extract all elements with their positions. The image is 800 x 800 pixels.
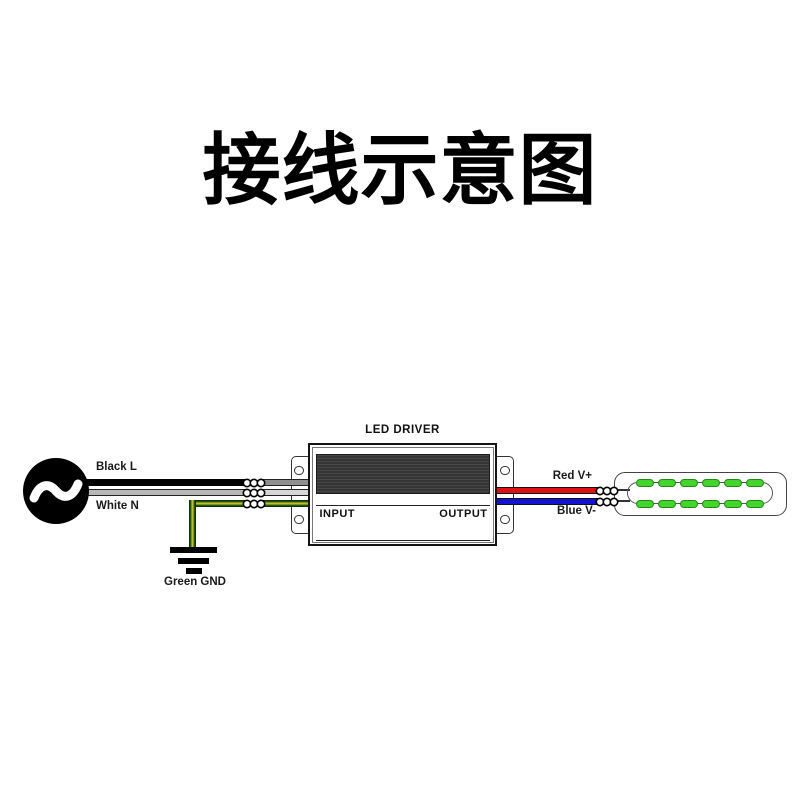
ac-wave-icon bbox=[29, 479, 83, 503]
positive-wire-red bbox=[493, 487, 598, 494]
led-chip bbox=[702, 478, 720, 487]
driver-bottom-line bbox=[315, 539, 490, 541]
negative-wire-blue bbox=[493, 498, 598, 505]
led-chip bbox=[746, 478, 764, 487]
screw-hole-icon bbox=[500, 465, 510, 475]
led-driver-box: INPUT OUTPUT bbox=[308, 443, 497, 546]
led-chip bbox=[658, 478, 676, 487]
led-chip bbox=[680, 499, 698, 508]
ground-icon bbox=[186, 568, 202, 574]
driver-input-wire bbox=[260, 489, 312, 496]
driver-divider-line bbox=[315, 504, 490, 506]
page-title: 接线示意图 bbox=[202, 126, 598, 214]
screw-hole-icon bbox=[294, 514, 304, 524]
driver-inner-border: INPUT OUTPUT bbox=[311, 446, 494, 543]
ground-icon bbox=[178, 558, 209, 564]
ground-icon bbox=[170, 547, 217, 553]
led-chip bbox=[680, 478, 698, 487]
driver-name-label: LED DRIVER bbox=[365, 424, 440, 436]
module-lead-wire bbox=[615, 500, 630, 502]
twisted-wire-icon bbox=[242, 487, 266, 498]
led-chip bbox=[636, 478, 654, 487]
led-chip bbox=[724, 478, 742, 487]
ground-label: Green GND bbox=[164, 576, 226, 588]
driver-output-label: OUTPUT bbox=[439, 507, 488, 520]
line-wire-black bbox=[80, 479, 246, 486]
ground-wire-vertical bbox=[189, 500, 196, 547]
driver-input-ground-wire bbox=[260, 500, 312, 507]
driver-input-label: INPUT bbox=[319, 507, 355, 520]
neutral-wire-label: White N bbox=[96, 500, 139, 512]
neutral-wire-white bbox=[80, 489, 246, 496]
negative-wire-label: Blue V- bbox=[557, 505, 596, 517]
twisted-wire-icon bbox=[595, 485, 619, 496]
twisted-wire-icon bbox=[595, 496, 619, 507]
led-chip bbox=[746, 499, 764, 508]
led-chip bbox=[658, 499, 676, 508]
led-chip bbox=[702, 499, 720, 508]
twisted-wire-icon bbox=[242, 477, 266, 488]
led-chip bbox=[724, 499, 742, 508]
led-module bbox=[614, 472, 787, 516]
screw-hole-icon bbox=[294, 465, 304, 475]
line-wire-label: Black L bbox=[96, 461, 137, 473]
ac-source-icon bbox=[23, 458, 89, 524]
ground-wire-horizontal bbox=[189, 500, 246, 507]
screw-hole-icon bbox=[500, 514, 510, 524]
driver-heatsink bbox=[315, 453, 490, 494]
positive-wire-label: Red V+ bbox=[552, 470, 592, 482]
driver-input-wire bbox=[260, 479, 312, 486]
led-circuit-loop bbox=[627, 482, 773, 504]
led-chip bbox=[636, 499, 654, 508]
twisted-wire-icon bbox=[242, 498, 266, 509]
module-lead-wire bbox=[615, 489, 630, 491]
